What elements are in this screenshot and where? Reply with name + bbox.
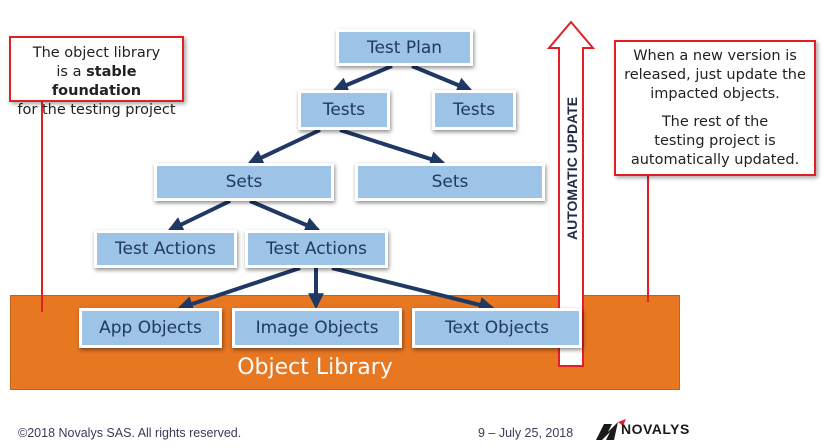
right-callout-p2-l2: testing project is (654, 133, 776, 149)
left-callout-line1: The object library (32, 45, 161, 61)
novalys-logo-text: NOVALYS (621, 421, 690, 437)
node-image-objects: Image Objects (232, 308, 402, 348)
connector-tests-sets-left (247, 128, 321, 165)
footer-page: 9 – July 25, 2018 (478, 426, 574, 440)
connector-sets-actions-right (249, 199, 321, 233)
node-test-actions-right: Test Actions (245, 230, 388, 268)
right-callout-p1-l1: When a new version is (633, 48, 797, 64)
node-test-plan: Test Plan (336, 29, 473, 66)
right-callout-p2-l1: The rest of the (661, 114, 769, 130)
left-callout-line3: for the testing project (17, 102, 176, 118)
footer-copyright: ©2018 Novalys SAS. All rights reserved. (18, 426, 242, 440)
object-library-title: Object Library (237, 355, 393, 380)
right-callout-p2-l3: automatically updated. (630, 152, 800, 168)
novalys-logo-icon (596, 419, 626, 440)
connector-actions-app (176, 266, 301, 312)
node-test-actions-left: Test Actions (94, 230, 237, 268)
connector-actions-text (331, 266, 496, 313)
left-callout-line2: is a stable foundation (11, 63, 182, 101)
automatic-update-label: AUTOMATIC UPDATE (564, 97, 580, 240)
node-tests-left: Tests (298, 90, 390, 130)
left-callout: The object library is a stable foundatio… (9, 36, 184, 118)
left-callout-emphasis: stable foundation (51, 64, 142, 99)
novalys-logo: NOVALYS (594, 418, 719, 442)
node-sets-right: Sets (355, 163, 545, 201)
node-app-objects: App Objects (79, 308, 222, 348)
connector-sets-actions-left (167, 199, 231, 232)
connector-plan-tests-left (332, 64, 393, 93)
automatic-update-arrow (546, 20, 596, 367)
left-callout-line2-prefix: is a (56, 64, 87, 80)
right-callout: When a new version is released, just upd… (614, 40, 816, 176)
right-callout-p1-l3: impacted objects. (650, 86, 780, 102)
connector-plan-tests-right (411, 64, 473, 93)
node-tests-right: Tests (432, 90, 516, 130)
connector-tests-sets-right (339, 128, 447, 167)
node-text-objects: Text Objects (412, 308, 582, 348)
node-sets-left: Sets (154, 163, 334, 201)
right-callout-p1-l2: released, just update the (624, 67, 806, 83)
